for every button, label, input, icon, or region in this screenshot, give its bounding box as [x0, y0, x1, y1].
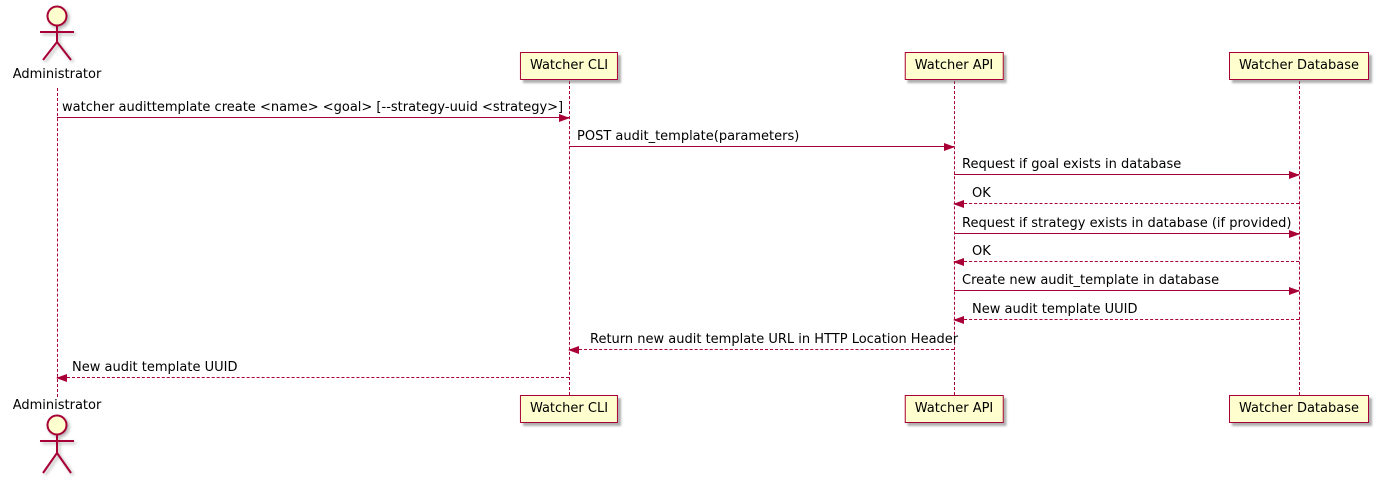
message-arrow — [569, 142, 955, 151]
arrowhead-icon — [1289, 170, 1300, 179]
message-label: Return new audit template URL in HTTP Lo… — [590, 332, 959, 347]
participant-watcher-api-bottom: Watcher API — [904, 395, 1004, 423]
message-label: New audit template UUID — [72, 360, 238, 375]
message-label: POST audit_template(parameters) — [577, 129, 800, 144]
participant-watcher-database-bottom: Watcher Database — [1229, 395, 1369, 423]
arrowhead-icon — [953, 257, 964, 266]
arrowhead-icon — [1289, 286, 1300, 295]
arrowhead-icon — [559, 113, 570, 122]
arrowhead-icon — [953, 199, 964, 208]
message-label: New audit template UUID — [972, 302, 1138, 317]
message-arrow — [57, 113, 570, 122]
actor-label-bottom: Administrator — [12, 398, 102, 413]
arrowhead-icon — [56, 373, 67, 382]
message-arrow — [954, 286, 1300, 295]
lifeline-watcher-database — [1299, 81, 1300, 395]
actor-figure-top-icon — [40, 5, 74, 61]
actor-figure-bottom-icon — [40, 414, 74, 474]
message-return-arrow — [953, 257, 1299, 266]
arrowhead-icon — [1289, 229, 1300, 238]
participant-watcher-database-top: Watcher Database — [1229, 52, 1369, 80]
actor-label-top: Administrator — [12, 67, 102, 82]
message-arrow — [954, 170, 1300, 179]
arrowhead-icon — [953, 315, 964, 324]
lifeline-administrator — [57, 88, 58, 397]
participant-watcher-api-top: Watcher API — [904, 52, 1004, 80]
message-label: Request if goal exists in database — [962, 157, 1182, 172]
message-label: watcher audittemplate create <name> <goa… — [62, 100, 564, 115]
message-return-arrow — [568, 345, 954, 354]
message-return-arrow — [56, 373, 569, 382]
message-label: Create new audit_template in database — [962, 273, 1220, 288]
lifeline-watcher-cli — [569, 81, 570, 395]
message-arrow — [954, 229, 1300, 238]
message-return-arrow — [953, 199, 1299, 208]
participant-watcher-cli-bottom: Watcher CLI — [519, 395, 619, 423]
lifeline-watcher-api — [954, 81, 955, 395]
arrowhead-icon — [944, 142, 955, 151]
message-label: OK — [972, 186, 991, 201]
message-return-arrow — [953, 315, 1299, 324]
arrowhead-icon — [568, 345, 579, 354]
message-label: Request if strategy exists in database (… — [962, 216, 1292, 231]
participant-watcher-cli-top: Watcher CLI — [519, 52, 619, 80]
message-label: OK — [972, 244, 991, 259]
